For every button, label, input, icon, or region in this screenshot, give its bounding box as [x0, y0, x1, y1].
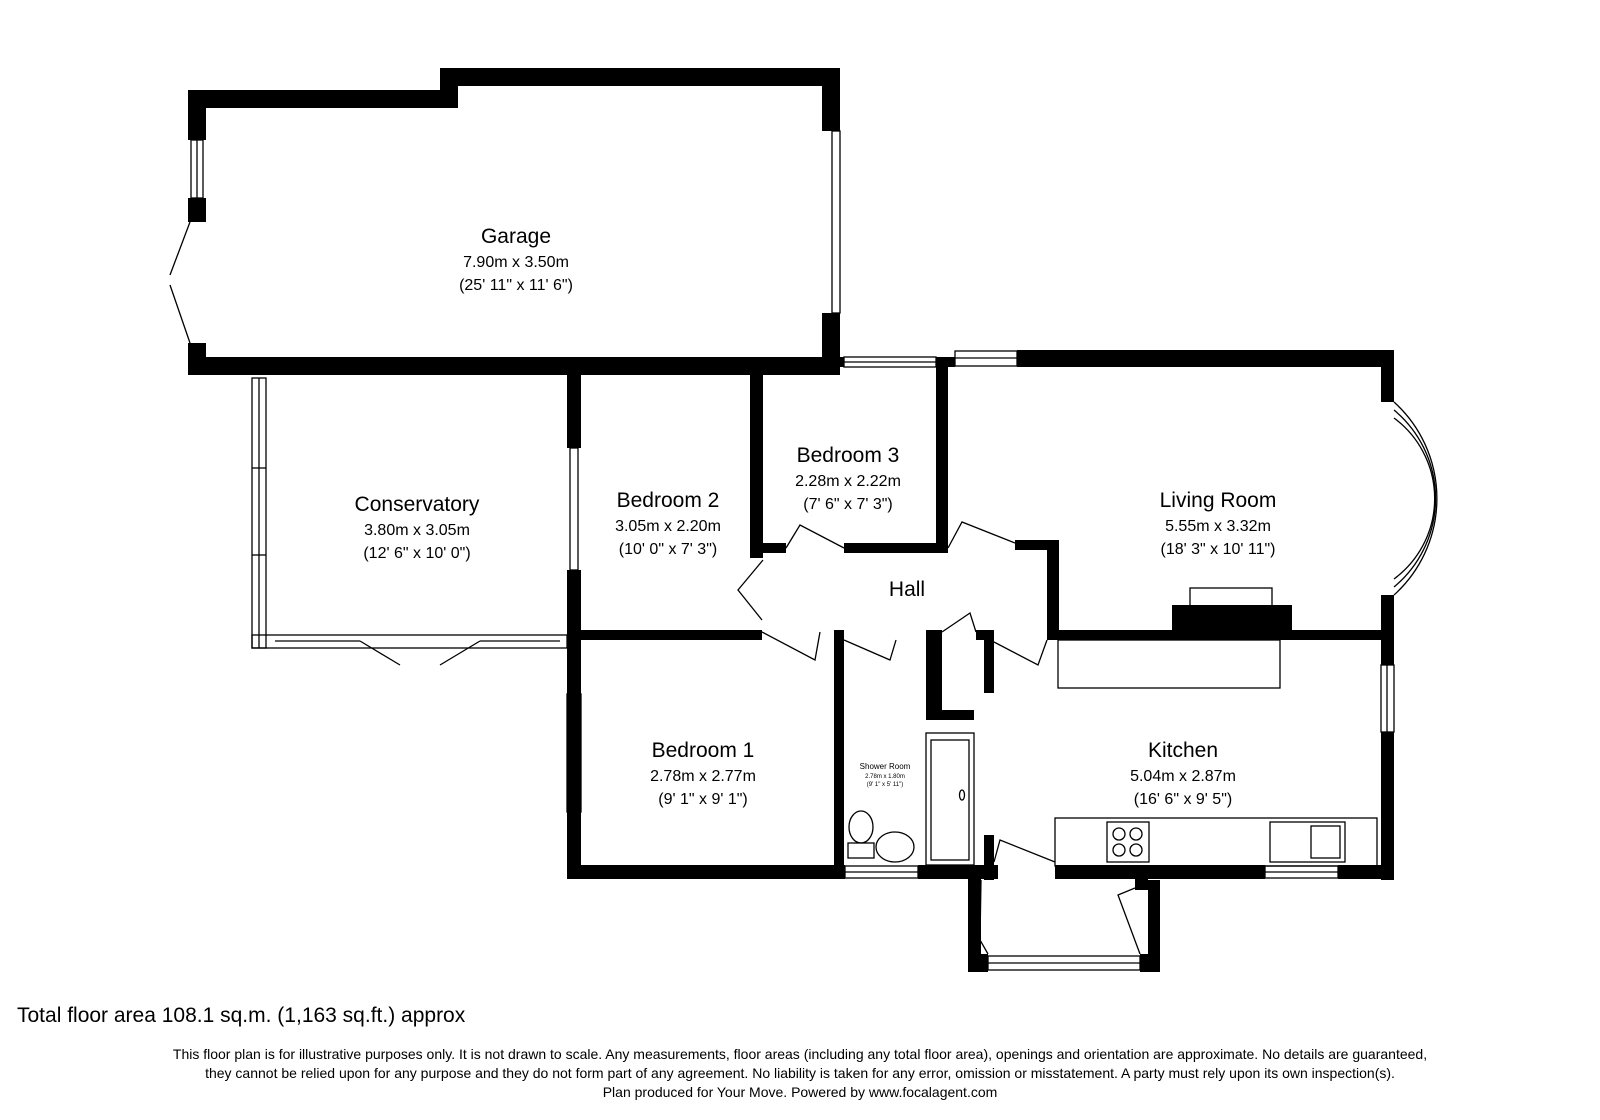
kitchen-metric: 5.04m x 2.87m [1130, 768, 1236, 785]
bedroom3-imperial: (7' 6" x 7' 3") [803, 496, 893, 513]
garage-imperial: (25' 11" x 11' 6") [459, 277, 573, 294]
fixtures [847, 587, 1378, 867]
bedroom1-imperial: (9' 1" x 9' 1") [658, 791, 748, 808]
room-labels: Garage 7.90m x 3.50m (25' 11" x 11' 6") … [355, 225, 1277, 808]
conservatory-metric: 3.80m x 3.05m [364, 522, 470, 539]
disclaimer: This floor plan is for illustrative purp… [20, 1045, 1580, 1102]
windows [190, 130, 1438, 971]
bedroom1-name: Bedroom 1 [652, 739, 755, 762]
conservatory-name: Conservatory [355, 493, 480, 516]
bedroom2-metric: 3.05m x 2.20m [615, 518, 721, 535]
bedroom1-metric: 2.78m x 2.77m [650, 768, 756, 785]
total-floor-area: Total floor area 108.1 sq.m. (1,163 sq.f… [17, 1004, 466, 1027]
living-imperial: (18' 3" x 10' 11") [1160, 541, 1275, 558]
bedroom2-name: Bedroom 2 [617, 489, 720, 512]
hall-name: Hall [889, 578, 925, 601]
disclaimer-line-3: Plan produced for Your Move. Powered by … [602, 1084, 998, 1100]
shower-name: Shower Room [860, 762, 911, 771]
kitchen-name: Kitchen [1148, 739, 1218, 762]
conservatory-imperial: (12' 6" x 10' 0") [363, 545, 470, 562]
living-metric: 5.55m x 3.32m [1165, 518, 1271, 535]
disclaimer-line-1: This floor plan is for illustrative purp… [172, 1046, 1428, 1062]
floor-plan: Garage 7.90m x 3.50m (25' 11" x 11' 6") … [169, 68, 1438, 972]
disclaimer-line-2: they cannot be relied upon for any purpo… [205, 1065, 1395, 1081]
shower-metric: 2.78m x 1.80m [865, 774, 905, 780]
doors [169, 221, 1141, 955]
bedroom3-name: Bedroom 3 [797, 444, 900, 467]
bedroom2-imperial: (10' 0" x 7' 3") [619, 541, 717, 558]
walls [188, 68, 1394, 972]
bedroom3-metric: 2.28m x 2.22m [795, 473, 901, 490]
garage-metric: 7.90m x 3.50m [463, 254, 569, 271]
shower-imperial: (9' 1" x 5' 11") [867, 782, 903, 788]
living-name: Living Room [1160, 489, 1277, 512]
garage-name: Garage [481, 225, 551, 248]
kitchen-imperial: (16' 6" x 9' 5") [1134, 791, 1232, 808]
